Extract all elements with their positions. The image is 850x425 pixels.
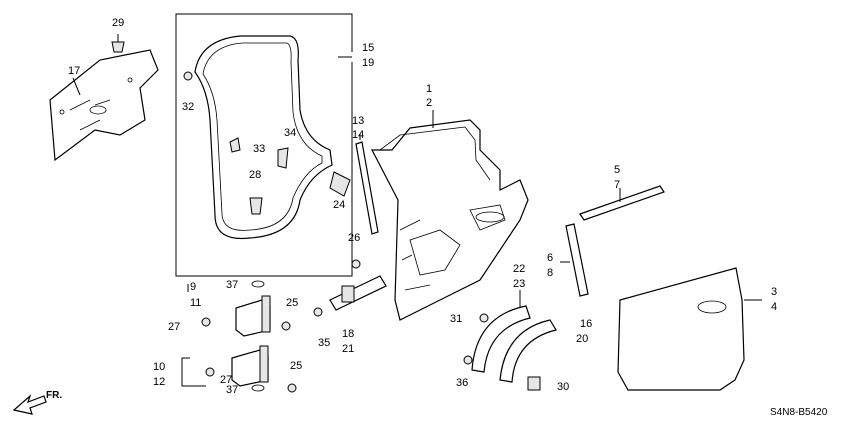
callout-3: 3 — [771, 286, 777, 298]
clip-33 — [229, 137, 241, 153]
arch-garnish — [471, 290, 531, 373]
bolt-25b — [287, 383, 297, 393]
front-direction-indicator: FR. — [12, 390, 62, 415]
sash-garnish — [560, 223, 589, 297]
callout-30: 30 — [557, 381, 569, 393]
clip-34 — [277, 147, 289, 169]
arch-molding — [499, 319, 557, 383]
callout-33: 33 — [253, 143, 265, 155]
callout-13: 13 — [352, 115, 364, 127]
callout-labels: 29 17 15 19 32 33 34 28 13 14 24 1 2 5 7… — [68, 17, 777, 396]
hole-seal-sheet — [49, 49, 159, 162]
callout-34: 34 — [284, 127, 296, 139]
callout-27a: 27 — [168, 321, 180, 333]
callout-20: 20 — [576, 333, 588, 345]
clip-30 — [527, 376, 541, 391]
diagram-code: S4N8-B5420 — [770, 407, 828, 418]
door-weatherstrip — [194, 35, 333, 240]
weatherstrip-box — [175, 13, 353, 277]
callout-4: 4 — [771, 301, 777, 313]
callout-16: 16 — [580, 318, 592, 330]
callout-37b: 37 — [226, 384, 238, 396]
callout-37a: 37 — [226, 279, 238, 291]
bolt-27b — [205, 367, 215, 377]
callout-21: 21 — [342, 343, 354, 355]
callout-18: 18 — [342, 328, 354, 340]
callout-24: 24 — [333, 199, 345, 211]
callout-31: 31 — [450, 313, 462, 325]
callout-2: 2 — [426, 97, 432, 109]
bolt-27a — [201, 317, 211, 327]
callout-25b: 25 — [290, 360, 302, 372]
washer-37b — [251, 384, 265, 392]
bolt-25a — [281, 321, 291, 331]
callout-11: 11 — [190, 297, 201, 309]
callout-27b: 27 — [220, 374, 232, 386]
callout-1: 1 — [426, 83, 432, 95]
callout-10: 10 — [153, 361, 165, 373]
grommet-24 — [329, 171, 351, 197]
callout-29: 29 — [112, 17, 124, 29]
clip-28 — [249, 197, 263, 215]
clip-31 — [479, 313, 489, 323]
bolt-26 — [351, 259, 361, 269]
callout-28: 28 — [249, 169, 261, 181]
callout-7: 7 — [614, 179, 620, 191]
callout-22: 22 — [513, 263, 525, 275]
washer-37a — [251, 280, 265, 288]
callout-32: 32 — [182, 101, 194, 113]
callout-6: 6 — [547, 252, 553, 264]
door-checker — [329, 275, 387, 311]
clip-32 — [183, 71, 193, 81]
callout-12: 12 — [153, 376, 165, 388]
callout-17: 17 — [68, 65, 80, 77]
callout-23: 23 — [513, 278, 525, 290]
callout-19: 19 — [362, 57, 374, 69]
callout-8: 8 — [547, 267, 553, 279]
callout-15: 15 — [362, 42, 374, 54]
lower-hinge — [181, 345, 269, 387]
callout-36: 36 — [456, 377, 468, 389]
callout-14: 14 — [352, 129, 364, 141]
callout-5: 5 — [614, 164, 620, 176]
bolt-35 — [313, 307, 323, 317]
callout-26: 26 — [348, 232, 360, 244]
rear-door-panel — [371, 110, 529, 321]
callout-9: 9 — [190, 281, 196, 293]
belt-molding — [579, 185, 665, 221]
sash-strip — [355, 134, 379, 235]
door-outer-skin — [617, 267, 762, 391]
upper-hinge — [187, 284, 271, 337]
bolt-36 — [463, 355, 473, 365]
direction-label: FR. — [46, 390, 62, 401]
callout-25a: 25 — [286, 297, 298, 309]
arrow-icon — [12, 394, 47, 415]
callout-35: 35 — [318, 337, 330, 349]
clip-29 — [111, 34, 125, 53]
